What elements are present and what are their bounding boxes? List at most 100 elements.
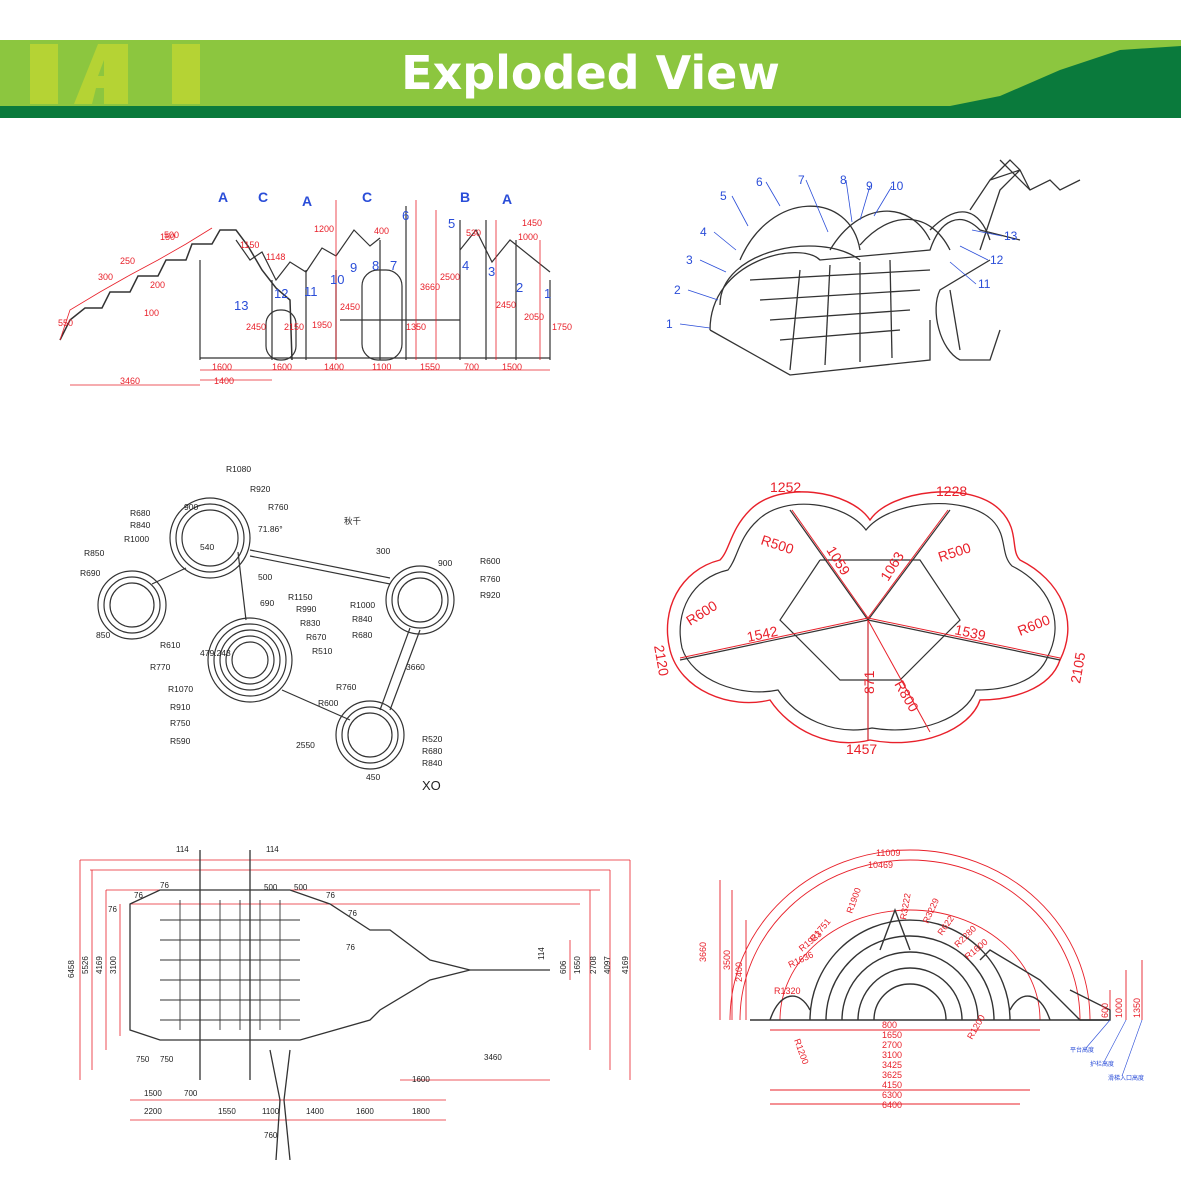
cloud-dim: R600 (683, 597, 720, 628)
topview-dim: 114 (537, 947, 546, 960)
arch-dim: 800 (882, 1020, 897, 1030)
arch-dim: 1000 (1114, 998, 1124, 1018)
dim-label: 1550 (420, 362, 440, 372)
plan-dim: R830 (300, 618, 321, 628)
dim-label: 250 (120, 256, 135, 266)
part-number: 12 (274, 286, 288, 301)
dim-label: 1950 (312, 320, 332, 330)
arch-dim: 3100 (882, 1050, 902, 1060)
topview-dim: 750 (136, 1055, 150, 1064)
arch-dim: 2400 (734, 962, 744, 982)
arch-dim: 6300 (882, 1090, 902, 1100)
section-letter: C (258, 189, 268, 205)
topview-dim: 76 (346, 943, 355, 952)
topview-dim: 76 (348, 909, 357, 918)
arch-dim: 11009 (876, 848, 900, 858)
topview-dim: 3100 (109, 956, 118, 974)
topview-dim: 700 (184, 1089, 198, 1098)
arch-dim: 4150 (882, 1080, 902, 1090)
dim-label: 1450 (522, 218, 542, 228)
plan-dim: R770 (150, 662, 171, 672)
top-view-drawing: 114 114 500 500 76 76 76 76 76 76 6458 5… (50, 840, 640, 1160)
topview-dim: 2200 (144, 1107, 162, 1116)
part-number: 11 (304, 284, 318, 299)
part-label: 3 (686, 253, 693, 267)
part-number: 1 (544, 286, 551, 301)
plan-dim: 479.243 (200, 648, 231, 658)
plan-dim: R680 (130, 508, 151, 518)
dim-label: 1000 (518, 232, 538, 242)
cloud-dim: 1539 (953, 621, 987, 643)
dim-label: 150 (160, 232, 175, 242)
arch-dim: R1320 (774, 986, 801, 996)
arch-dim: 6400 (882, 1100, 902, 1110)
plan-dim: R600 (318, 698, 339, 708)
part-label: 12 (990, 253, 1004, 267)
plan-dim: R1080 (226, 464, 251, 474)
topview-dim: 500 (294, 883, 308, 892)
plan-circles-drawing: R1080 R920 R760 R680 R840 R1000 900 540 … (60, 460, 540, 790)
arch-dim: 3660 (698, 942, 708, 962)
part-label: 5 (720, 189, 727, 203)
plan-dim: 500 (258, 572, 272, 582)
dim-label: 1600 (212, 362, 232, 372)
arch-dim: R3222 (898, 892, 912, 920)
cloud-plan-drawing: 1252 1228 R500 1059 1063 R500 R600 1542 … (640, 470, 1100, 760)
arch-dim: R1200 (792, 1037, 810, 1065)
plan-dim: R1000 (350, 600, 375, 610)
arch-dim: 3500 (722, 950, 732, 970)
dim-label: 1400 (324, 362, 344, 372)
plan-dim: R920 (250, 484, 271, 494)
plan-dim: R760 (480, 574, 501, 584)
part-number: 2 (516, 280, 523, 295)
topview-dim: 500 (264, 883, 278, 892)
arch-dim: 600 (1100, 1003, 1110, 1018)
topview-dim: 3460 (484, 1053, 502, 1062)
cloud-plan-svg: 1252 1228 R500 1059 1063 R500 R600 1542 … (651, 479, 1088, 757)
plan-dim: R840 (352, 614, 373, 624)
topview-dim: 4169 (95, 956, 104, 974)
topview-dim: 114 (176, 845, 189, 854)
arch-dim: 1350 (1132, 998, 1142, 1018)
part-number: 8 (372, 258, 379, 273)
dim-label: 3660 (420, 282, 440, 292)
plan-dim: 850 (96, 630, 110, 640)
isometric-drawing: 1 2 3 4 5 6 7 8 9 10 11 12 13 (660, 150, 1100, 390)
part-label: 10 (890, 179, 904, 193)
top-view-svg: 114 114 500 500 76 76 76 76 76 76 6458 5… (67, 845, 631, 1160)
part-label: 7 (798, 173, 805, 187)
plan-dim: 3660 (406, 662, 425, 672)
topview-dim: 76 (134, 891, 143, 900)
plan-dim: R840 (130, 520, 151, 530)
topview-dim: 750 (160, 1055, 174, 1064)
cloud-dim: 2105 (1067, 651, 1088, 685)
dim-label: 2150 (284, 322, 304, 332)
part-number: 4 (462, 258, 469, 273)
plan-dim: R510 (312, 646, 333, 656)
topview-dim: 1600 (412, 1075, 430, 1084)
cloud-dim: R600 (1015, 611, 1052, 638)
banner-background (0, 40, 1181, 118)
plan-dim: 2550 (296, 740, 315, 750)
plan-dim: R990 (296, 604, 317, 614)
plan-dim: R520 (422, 734, 443, 744)
cloud-dim: 1542 (745, 623, 779, 645)
cloud-dim: 1457 (846, 741, 877, 757)
plan-dim: R600 (480, 556, 501, 566)
elevation-drawing: A C A C B A 13 12 11 10 9 8 7 6 5 4 3 2 … (40, 180, 580, 400)
plan-dim: R1150 (288, 592, 313, 602)
section-letter: A (302, 193, 312, 209)
section-letter: B (460, 189, 470, 205)
topview-dim: 1500 (144, 1089, 162, 1098)
plan-dim: 900 (438, 558, 452, 568)
cloud-dim: R500 (936, 539, 973, 565)
plan-dim: R850 (84, 548, 105, 558)
topview-dim: 1400 (306, 1107, 324, 1116)
arch-dim: R622 (935, 914, 956, 937)
dim-label: 1200 (314, 224, 334, 234)
dim-label: 1148 (266, 252, 285, 262)
dim-label: 2050 (524, 312, 544, 322)
plan-dim: R920 (480, 590, 501, 600)
dim-label: 100 (144, 308, 159, 318)
dim-label: 2450 (246, 322, 266, 332)
